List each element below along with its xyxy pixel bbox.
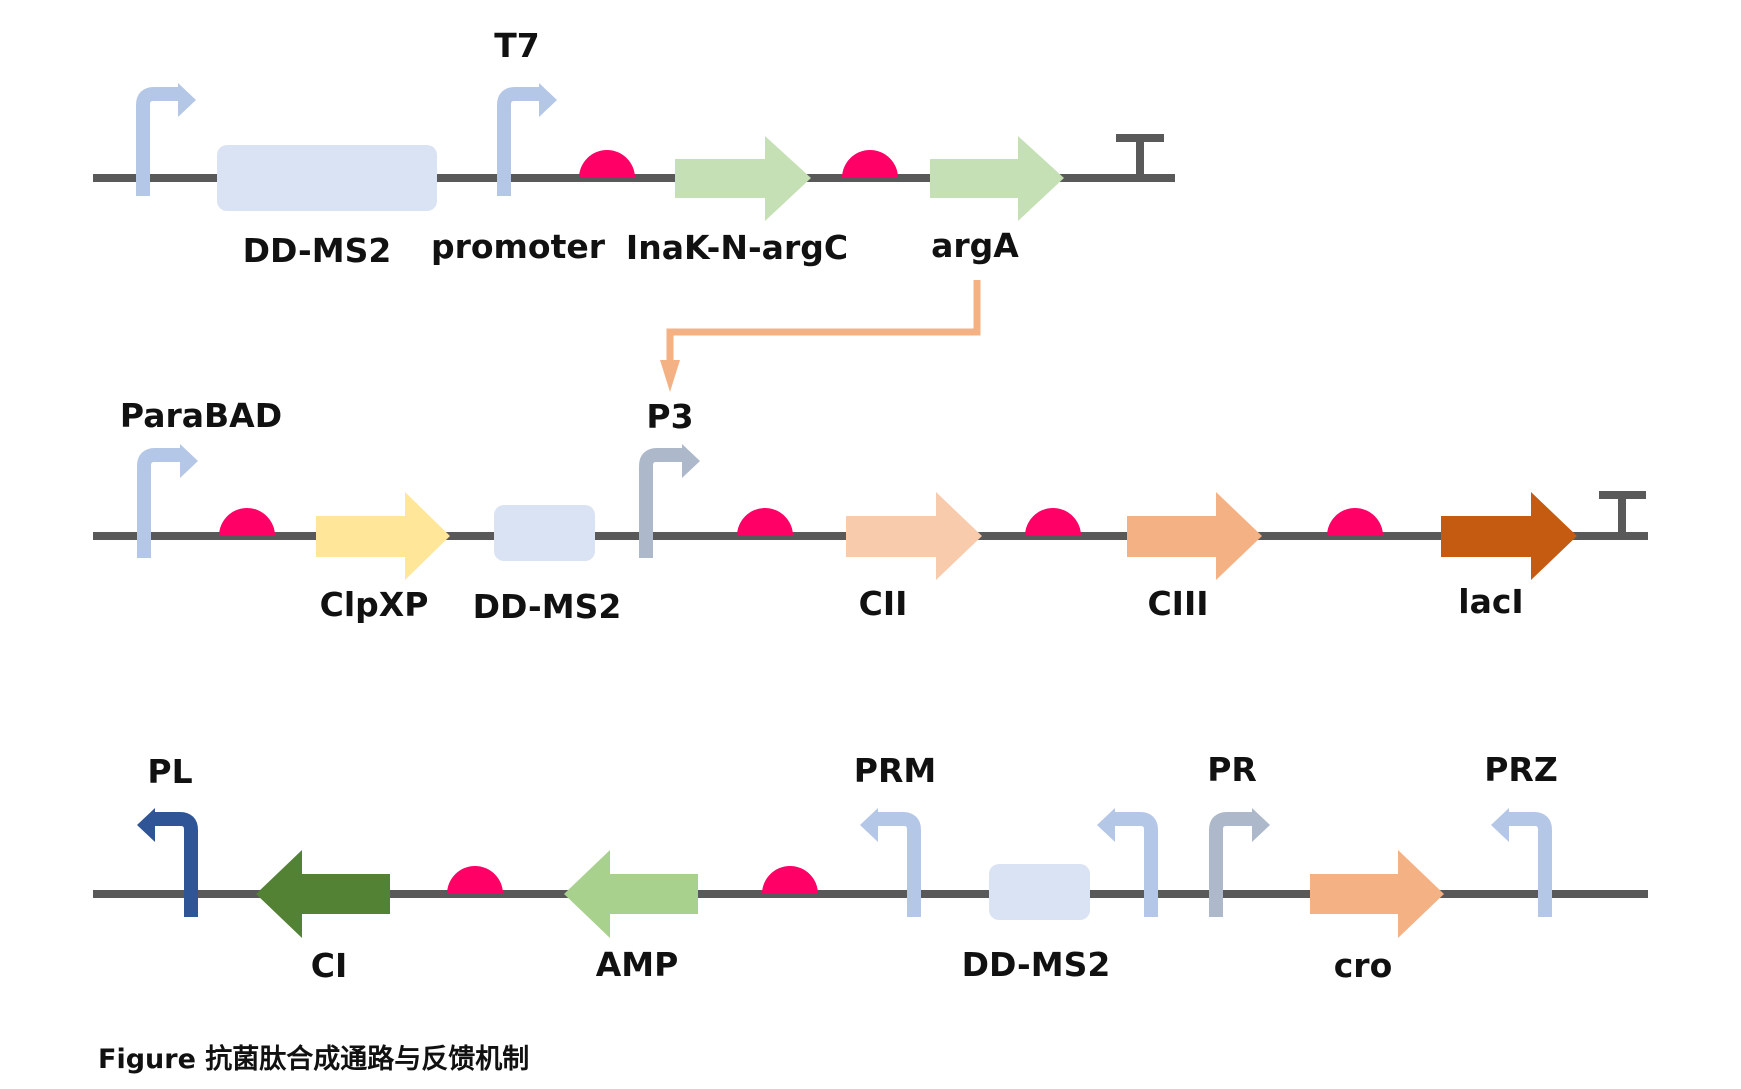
ciii-gene-arrow	[1127, 492, 1262, 580]
label-amp: AMP	[596, 945, 679, 984]
laci-gene-arrow	[1441, 492, 1577, 580]
label-dd-ms2-1: DD-MS2	[243, 231, 392, 270]
prz-promoter-icon	[1509, 812, 1552, 917]
label-pl: PL	[147, 752, 192, 791]
label-prz: PRZ	[1484, 750, 1558, 789]
cii-gene-arrow	[846, 492, 982, 580]
arga-gene-arrow	[930, 136, 1064, 221]
promoter-1-icon	[136, 87, 178, 196]
rbs-1-icon	[579, 150, 635, 178]
pl-promoter-icon	[155, 812, 198, 917]
ci-gene-arrow	[256, 850, 390, 938]
label-pr: PR	[1207, 750, 1257, 789]
label-prm: PRM	[854, 751, 936, 790]
promoter-left-2-icon	[1115, 812, 1158, 917]
t7-promoter-icon	[497, 87, 539, 196]
label-inak-n-argc: InaK-N-argC	[626, 228, 848, 267]
label-promoter: promoter	[431, 227, 606, 266]
prz-promoter-arrowhead-icon	[1491, 808, 1509, 842]
t7-promoter-arrowhead-icon	[539, 83, 557, 117]
label-parabad: ParaBAD	[120, 396, 282, 435]
clpxp-gene-arrow	[316, 492, 450, 580]
label-ciii: CIII	[1147, 584, 1208, 623]
pl-promoter-arrowhead-icon	[137, 808, 155, 842]
dd-ms2-box-1	[217, 145, 437, 211]
rbs-2-icon	[842, 150, 898, 178]
parabad-promoter-icon	[137, 448, 180, 558]
cro-gene-arrow	[1310, 850, 1444, 938]
label-laci: lacI	[1458, 582, 1523, 621]
label-arga: argA	[931, 226, 1019, 265]
construct-row-2: ParaBAD P3 ClpXP DD-MS2 CII CIII lacI	[93, 396, 1648, 626]
promoter-left-2-arrowhead-icon	[1097, 808, 1115, 842]
parabad-promoter-arrowhead-icon	[180, 444, 198, 478]
dd-ms2-box-2	[494, 505, 595, 561]
prm-promoter-icon	[878, 812, 921, 917]
arga-to-p3-connector	[660, 280, 981, 392]
label-dd-ms2-3: DD-MS2	[962, 945, 1111, 984]
rbs-6-icon	[1327, 508, 1383, 536]
promoter-1-arrowhead-icon	[178, 83, 196, 117]
dd-ms2-box-3	[989, 864, 1090, 920]
connector-line	[666, 280, 981, 362]
label-dd-ms2-2: DD-MS2	[473, 587, 622, 626]
label-p3: P3	[646, 397, 693, 436]
pr-promoter-arrowhead-icon	[1252, 808, 1270, 842]
figure-caption: Figure 抗菌肽合成通路与反馈机制	[98, 1043, 529, 1075]
label-clpxp: ClpXP	[320, 585, 429, 624]
rbs-5-icon	[1025, 508, 1081, 536]
label-ci: CI	[311, 946, 348, 985]
terminator-2-icon	[1599, 491, 1646, 536]
label-cro: cro	[1334, 946, 1393, 985]
rbs-8-icon	[762, 866, 818, 894]
terminator-1-icon	[1116, 134, 1164, 178]
construct-row-3: PL PRM PR PRZ CI AMP DD-MS2 cro	[93, 750, 1648, 985]
label-t7: T7	[494, 26, 539, 65]
construct-row-1: DD-MS2 T7 promoter InaK-N-argC argA	[93, 26, 1175, 270]
amp-gene-arrow	[564, 850, 698, 938]
pr-promoter-icon	[1209, 812, 1252, 917]
inak-n-argc-gene-arrow	[675, 136, 811, 221]
rbs-4-icon	[737, 508, 793, 536]
label-cii: CII	[859, 584, 908, 623]
connector-arrowhead-icon	[660, 360, 680, 392]
p3-promoter-arrowhead-icon	[682, 444, 700, 478]
rbs-3-icon	[219, 508, 275, 536]
p3-promoter-icon	[639, 448, 682, 558]
rbs-7-icon	[447, 866, 503, 894]
prm-promoter-arrowhead-icon	[860, 808, 878, 842]
